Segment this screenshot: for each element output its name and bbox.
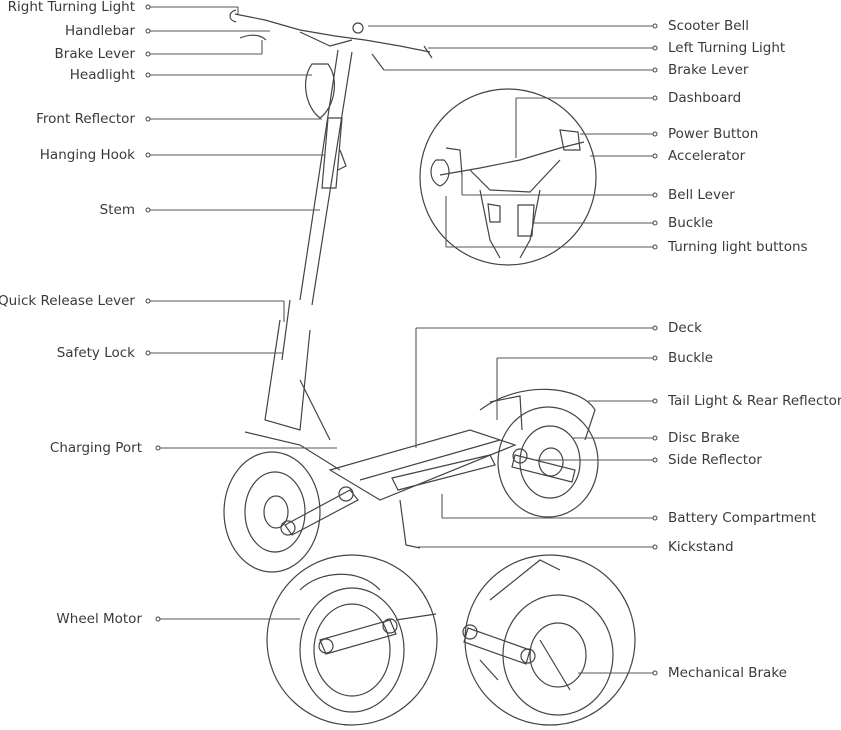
left-leader-lines xyxy=(145,4,337,622)
label-scooter-bell: Scooter Bell xyxy=(668,18,750,34)
label-disc-brake: Disc Brake xyxy=(668,430,740,446)
wheel-motor-detail-drawing xyxy=(266,554,438,726)
right-leader-lines xyxy=(368,23,658,676)
label-handlebar: Handlebar xyxy=(65,23,135,39)
label-kickstand: Kickstand xyxy=(668,539,734,555)
label-side-reflector: Side Reflector xyxy=(668,452,762,468)
label-charging-port: Charging Port xyxy=(49,440,142,456)
label-hanging-hook: Hanging Hook xyxy=(39,147,135,163)
label-stem: Stem xyxy=(99,202,135,218)
label-buckle-deck: Buckle xyxy=(668,350,714,366)
front-wheel-drawing xyxy=(223,451,321,573)
rear-wheel-drawing xyxy=(497,406,599,518)
label-dashboard: Dashboard xyxy=(668,90,742,106)
label-right-turning-light: Right Turning Light xyxy=(7,0,135,15)
scooter-drawing xyxy=(229,9,596,549)
label-deck: Deck xyxy=(668,320,702,336)
label-headlight: Headlight xyxy=(69,67,135,83)
label-quick-release-lever: Quick Release Lever xyxy=(0,293,135,309)
cockpit-detail-drawing xyxy=(419,88,597,266)
label-brake-lever-right: Brake Lever xyxy=(668,62,749,78)
label-wheel-motor: Wheel Motor xyxy=(56,611,142,627)
label-battery-compartment: Battery Compartment xyxy=(668,510,817,526)
mechanical-brake-detail-drawing xyxy=(462,554,636,726)
label-bell-lever: Bell Lever xyxy=(668,187,735,203)
label-buckle-cockpit: Buckle xyxy=(668,215,714,231)
label-turning-light-buttons: Turning light buttons xyxy=(668,239,808,255)
label-power-button: Power Button xyxy=(668,126,759,142)
label-mechanical-brake: Mechanical Brake xyxy=(668,665,787,681)
label-safety-lock: Safety Lock xyxy=(56,345,135,361)
label-left-turning-light: Left Turning Light xyxy=(668,40,786,56)
label-tail-light-rear-reflector: Tail Light & Rear Reflector xyxy=(668,393,841,409)
label-brake-lever-left: Brake Lever xyxy=(54,46,135,62)
label-accelerator: Accelerator xyxy=(668,148,746,164)
label-front-reflector: Front Reflector xyxy=(36,111,135,127)
